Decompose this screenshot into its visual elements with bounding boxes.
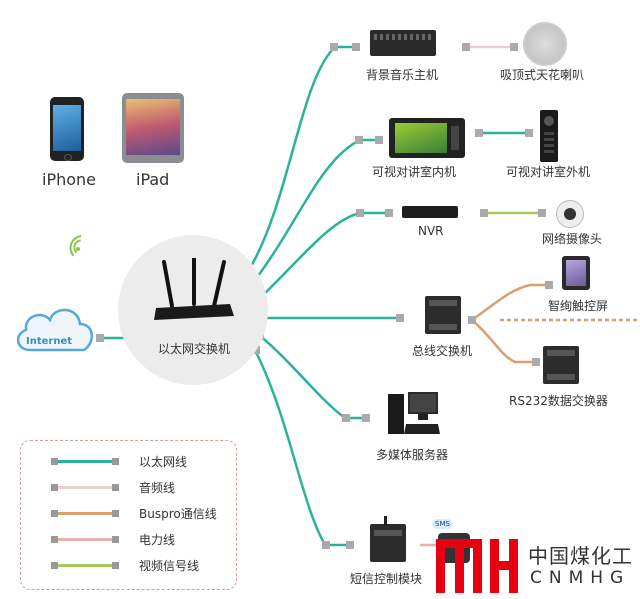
ceiling-speaker-label: 吸顶式天花喇叭 (500, 68, 585, 82)
cloud-icon (17, 308, 93, 352)
legend-item-ethernet: 以太网线 (21, 451, 236, 471)
logo-mh-icon (436, 539, 518, 593)
bus-switch-label: 总线交换机 (412, 344, 473, 358)
wire-router-media (259, 335, 365, 420)
legend-item-video: 视频信号线 (21, 555, 236, 575)
legend-label-ethernet: 以太网线 (139, 455, 188, 469)
ipad-device (122, 93, 184, 163)
wire-router-nvr (257, 211, 388, 301)
sms-module-device (370, 516, 406, 562)
internet-label: Internet (26, 336, 73, 347)
music-host-device (370, 30, 436, 56)
camera-label: 网络摄像头 (542, 232, 603, 246)
legend-item-audio: 音频线 (21, 477, 236, 497)
ipad-label: iPad (136, 170, 170, 189)
nvr-device (402, 206, 458, 218)
indoor-unit-label: 可视对讲室内机 (372, 165, 457, 179)
logo-mark (434, 535, 520, 595)
router-label: 以太网交换机 (158, 342, 231, 356)
legend-swatch-video (51, 562, 119, 569)
sms-badge: SMS (432, 519, 453, 529)
media-server-label: 多媒体服务器 (376, 448, 449, 462)
legend-item-buspro: Buspro通信线 (21, 503, 236, 523)
legend-label-buspro: Buspro通信线 (139, 507, 217, 521)
touch-screen-device (562, 256, 590, 290)
media-server-device (388, 392, 440, 434)
logo-cn-text: 中国煤化工 (528, 544, 633, 568)
iphone-label: iPhone (42, 170, 97, 189)
legend-label-video: 视频信号线 (139, 559, 200, 573)
rs232-device (543, 346, 579, 384)
indoor-unit-device (389, 118, 465, 158)
outdoor-unit-label: 可视对讲室外机 (506, 165, 591, 179)
touch-screen-label: 智绚触控屏 (548, 299, 609, 313)
camera-device (556, 200, 584, 228)
wire-router-sms (253, 349, 350, 547)
router-icon (154, 258, 234, 320)
music-host-label: 背景音乐主机 (366, 68, 439, 82)
wire-bus-rs232 (471, 319, 535, 364)
wire-router-indoor (253, 138, 378, 281)
legend-swatch-buspro (51, 510, 119, 517)
legend-label-power: 电力线 (139, 533, 176, 547)
sms-module-label: 短信控制模块 (350, 572, 423, 586)
wire-router-music (248, 45, 355, 269)
rs232-label: RS232数据交换器 (509, 394, 608, 408)
legend-item-power: 电力线 (21, 529, 236, 549)
logo-en-text: CNMHG (530, 568, 631, 588)
legend: 以太网线 音频线 Buspro通信线 电力线 视频信号线 (20, 440, 237, 590)
legend-swatch-power (51, 536, 119, 543)
legend-swatch-ethernet (51, 458, 119, 465)
legend-swatch-audio (51, 484, 119, 491)
legend-label-audio: 音频线 (139, 481, 176, 495)
wire-bus-touch (471, 283, 548, 322)
outdoor-unit-device (540, 110, 558, 162)
bus-switch-device (425, 296, 461, 334)
wifi-icon (69, 235, 82, 257)
iphone-device (50, 97, 84, 161)
nvr-label: NVR (418, 224, 444, 238)
ceiling-speaker-device (523, 22, 567, 66)
